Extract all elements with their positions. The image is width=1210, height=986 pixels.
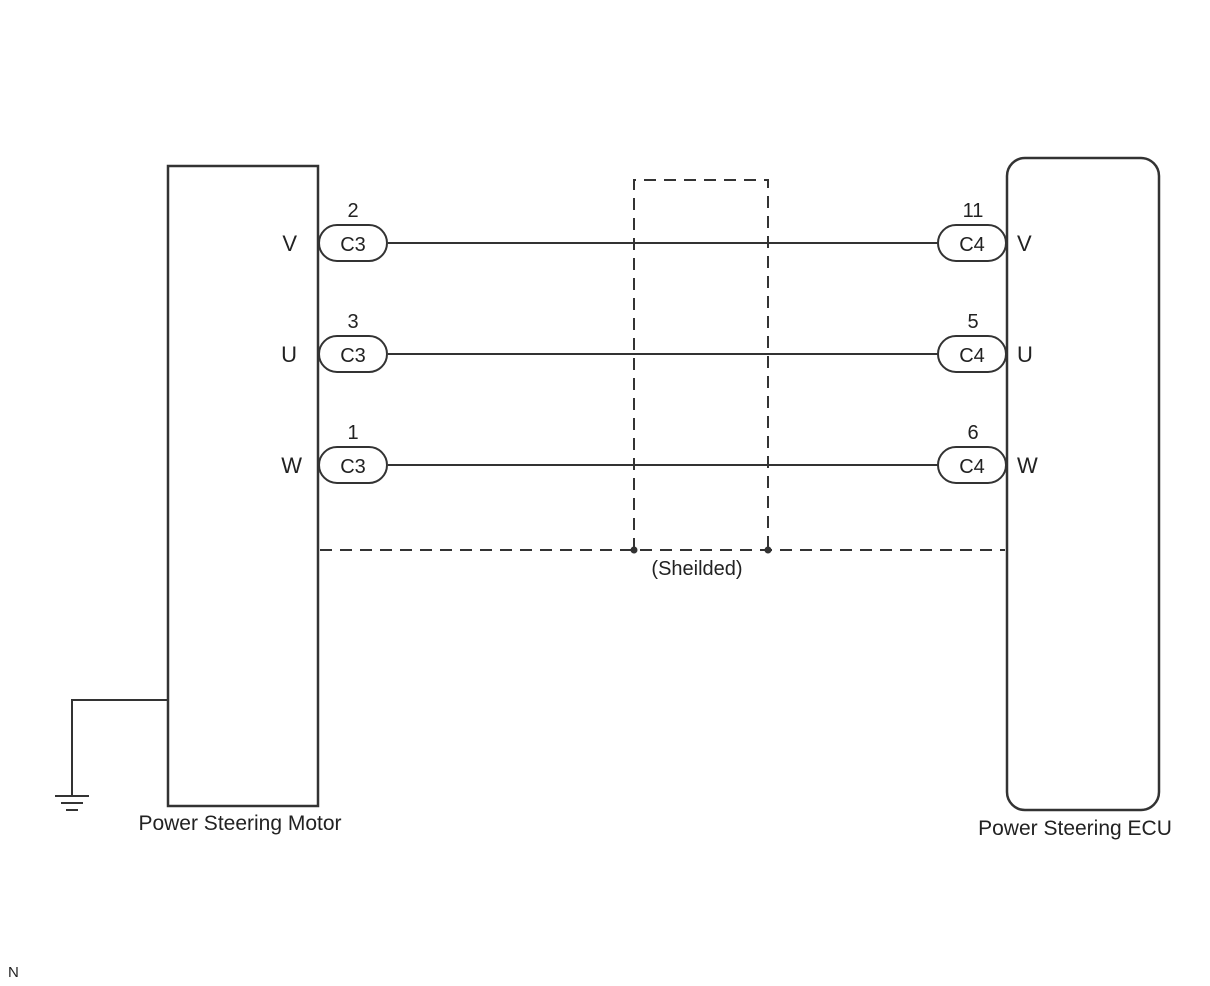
shield: (Sheilded) bbox=[320, 179, 1005, 580]
motor-connector-label: C3 bbox=[340, 345, 366, 367]
motor-connector bbox=[318, 335, 388, 373]
motor-signal-label: W bbox=[281, 453, 302, 478]
ecu-signal-label: W bbox=[1017, 453, 1038, 478]
motor-connector bbox=[318, 446, 388, 484]
corner-mark: N bbox=[8, 964, 19, 981]
circuit-u: U 3 C3 5 C4 U bbox=[281, 311, 1033, 373]
shield-junction-right bbox=[764, 546, 772, 554]
ecu-connector-label: C4 bbox=[959, 234, 985, 256]
ecu-pin-number: 6 bbox=[967, 422, 978, 444]
ground-icon bbox=[55, 699, 168, 811]
ecu-box bbox=[1005, 156, 1161, 812]
ecu-signal-label: V bbox=[1017, 231, 1032, 256]
motor-signal-label: U bbox=[281, 342, 297, 367]
circuit-w: W 1 C3 6 C4 W bbox=[281, 422, 1038, 484]
motor-connector-label: C3 bbox=[340, 456, 366, 478]
ecu-connector-label: C4 bbox=[959, 456, 985, 478]
motor-pin-number: 1 bbox=[347, 422, 358, 444]
motor-connector-label: C3 bbox=[340, 234, 366, 256]
motor-pin-number: 2 bbox=[347, 200, 358, 222]
motor-signal-label: V bbox=[282, 231, 297, 256]
shield-label: (Sheilded) bbox=[651, 558, 742, 580]
motor-name-label: Power Steering Motor bbox=[138, 812, 341, 835]
circuit-v: V 2 C3 11 C4 V bbox=[282, 200, 1032, 262]
ecu-connector bbox=[937, 224, 1007, 262]
ecu-connector bbox=[937, 446, 1007, 484]
ecu-pin-number: 5 bbox=[967, 311, 978, 333]
motor-connector bbox=[318, 224, 388, 262]
shield-boundary bbox=[633, 179, 769, 550]
ecu-connector bbox=[937, 335, 1007, 373]
shield-junction-left bbox=[630, 546, 638, 554]
ecu-signal-label: U bbox=[1017, 342, 1033, 367]
ecu-pin-number: 11 bbox=[963, 200, 984, 222]
motor-pin-number: 3 bbox=[347, 311, 358, 333]
ecu-connector-label: C4 bbox=[959, 345, 985, 367]
ecu-name-label: Power Steering ECU bbox=[978, 817, 1172, 840]
motor-box bbox=[166, 164, 320, 808]
